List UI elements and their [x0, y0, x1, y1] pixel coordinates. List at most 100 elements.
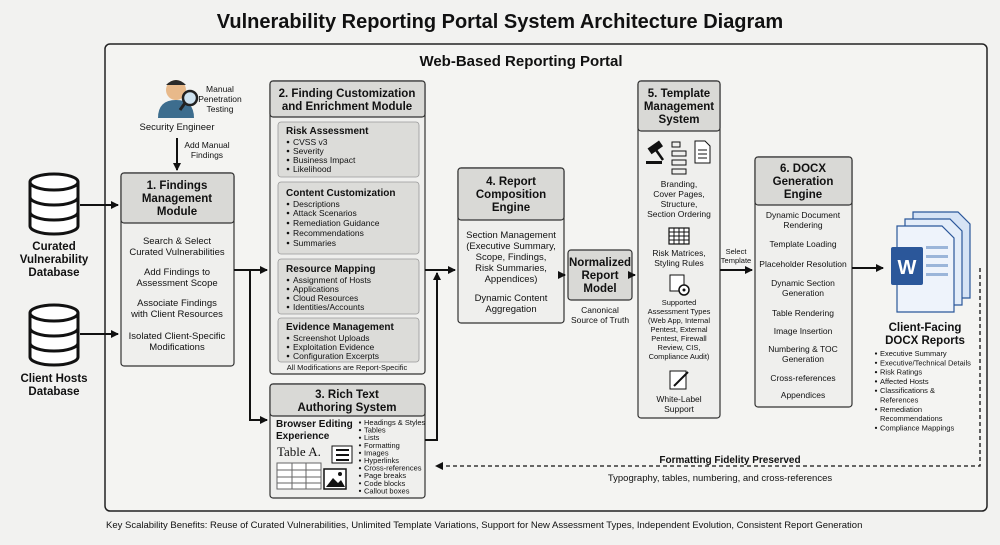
arrow-label: Add Manual [184, 140, 229, 150]
module-item: Pentest, Firewall [651, 334, 707, 343]
module-item: Dynamic Content [475, 293, 548, 304]
section-title: Risk Assessment [286, 126, 369, 137]
section-item: Severity [293, 146, 324, 156]
section-title: Content Customization [286, 188, 395, 199]
bullet-dot [358, 489, 362, 492]
section-item: Applications [293, 284, 339, 294]
bullet-dot [358, 436, 362, 439]
database-icon [28, 303, 80, 367]
gavel-icon [646, 140, 665, 164]
module-title: Module [157, 206, 197, 218]
client-hosts-database: Client Hosts Database [20, 303, 88, 398]
module-title: 3. Rich Text [315, 389, 379, 401]
database-icon [28, 172, 80, 236]
module-item: Add Findings to [144, 267, 210, 278]
list-item: Page breaks [364, 471, 406, 480]
section-item: Exploitation Evidence [293, 342, 375, 352]
module-item: (Executive Summary, [466, 241, 556, 252]
template-management-system: 5. Template Management System Branding, … [637, 80, 751, 419]
normalized-report-model: Normalized Report Model Canonical Source… [567, 249, 633, 325]
table-icon [276, 462, 322, 490]
curated-vulnerability-database: Curated Vulnerability Database [20, 172, 89, 279]
module-title: Management [644, 101, 714, 113]
bullet-dot [874, 408, 878, 411]
module-title: Management [142, 193, 212, 205]
list-item: Executive Summary [880, 349, 947, 358]
module-item: Rendering [783, 220, 822, 230]
list-item: Recommendations [880, 414, 943, 423]
section-item: Cloud Resources [293, 293, 358, 303]
module-item: Risk Matrices, [652, 248, 705, 258]
module-item: Compliance Audit) [649, 352, 710, 361]
section-item: Business Impact [293, 155, 356, 165]
module-item: Table Rendering [772, 308, 834, 318]
section-title: Evidence Management [286, 322, 394, 333]
list-item: Affected Hosts [880, 377, 929, 386]
db-label: Curated [32, 241, 75, 253]
output-title: Client-Facing [889, 322, 962, 334]
feedback-title: Formatting Fidelity Preserved [659, 455, 800, 466]
module-item: Numbering & TOC [768, 344, 838, 354]
footer-benefits: Key Scalability Benefits: Reuse of Curat… [106, 520, 862, 531]
section-item: Remediation Guidance [293, 218, 380, 228]
module-title: and Enrichment Module [282, 101, 412, 113]
section-item: CVSS v3 [293, 137, 328, 147]
bullet-dot [874, 352, 878, 355]
module-subtitle: Experience [276, 431, 330, 442]
model-caption: Source of Truth [571, 315, 629, 325]
module-title: 5. Template [648, 88, 710, 100]
module-title: Generation [773, 176, 834, 188]
activity-label: Manual [206, 84, 234, 94]
module-item: (Web App, Internal [648, 316, 710, 325]
list-item: Hyperlinks [364, 456, 399, 465]
rich-text-authoring-module: 3. Rich Text Authoring System Browser Ed… [269, 383, 426, 499]
finding-customization-module: 2. Finding Customization and Enrichment … [269, 80, 426, 375]
db-label: Vulnerability [20, 254, 89, 266]
model-caption: Canonical [581, 305, 619, 315]
list-item: Cross-references [364, 464, 422, 473]
security-engineer: Security Engineer Manual Penetration Tes… [140, 80, 242, 160]
section-item: Descriptions [293, 199, 340, 209]
module-title: 1. Findings [147, 180, 208, 192]
arrow-label: Findings [191, 150, 223, 160]
section-item: Screenshot Uploads [293, 333, 370, 343]
diagram-title: Vulnerability Reporting Portal System Ar… [217, 11, 783, 33]
section-item: Recommendations [293, 228, 364, 238]
list-item: Risk Ratings [880, 368, 922, 377]
portal-title: Web-Based Reporting Portal [419, 53, 622, 70]
connectors [80, 138, 981, 470]
bullet-dot [358, 467, 362, 470]
model-title: Report [581, 270, 618, 282]
list-item: Tables [364, 426, 386, 435]
module-item: Associate Findings [137, 298, 217, 309]
image-icon [323, 468, 347, 490]
module-item: Styling Rules [654, 258, 704, 268]
list-item: Remediation [880, 405, 922, 414]
module-footer: All Modifications are Report-Specific [287, 363, 408, 372]
engineer-label: Security Engineer [140, 122, 215, 133]
module-title: Engine [492, 202, 530, 214]
bullet-dot [358, 482, 362, 485]
module-item: Template Loading [769, 239, 836, 249]
section-item: Configuration Excerpts [293, 351, 379, 361]
section-item: Attack Scenarios [293, 208, 357, 218]
list-item: Compliance Mappings [880, 423, 954, 432]
module-item: Aggregation [485, 304, 536, 315]
module-item: Appendices) [485, 274, 538, 285]
edit-icon [669, 370, 689, 390]
activity-label: Penetration [198, 94, 242, 104]
module-item: Structure, [661, 199, 698, 209]
list-item: Classifications & [880, 386, 935, 395]
db-label: Database [28, 386, 79, 398]
matrix-icon [668, 227, 690, 245]
module-item: Isolated Client-Specific [129, 331, 226, 342]
section-item: Summaries [293, 238, 336, 248]
module-item: Dynamic Document [766, 210, 841, 220]
module-title: System [659, 114, 700, 126]
bullet-dot [874, 426, 878, 429]
sample-heading: Table A. [277, 444, 321, 459]
section-item: Likelihood [293, 164, 332, 174]
list-item: Callout boxes [364, 486, 410, 495]
module-item: Supported [662, 298, 697, 307]
arrow [425, 272, 441, 441]
